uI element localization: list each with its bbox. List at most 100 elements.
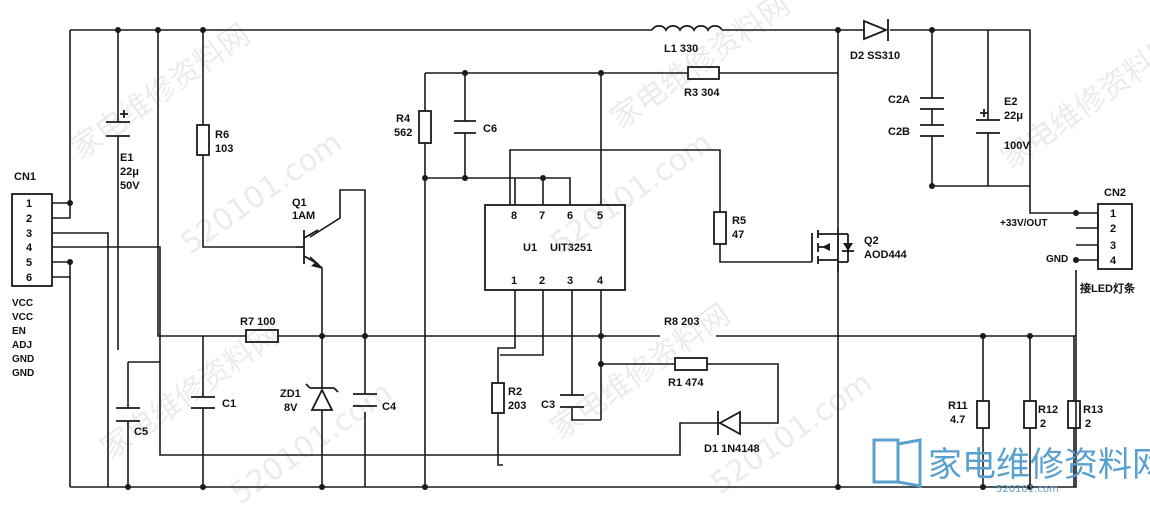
cn2-pin: 3 <box>1110 240 1116 252</box>
u1-part: UIT3251 <box>550 242 592 254</box>
r11-value: 4.7 <box>950 414 965 426</box>
l1-label: L1 330 <box>664 43 698 55</box>
cn2-out-label: +33V/OUT <box>1000 218 1048 229</box>
q2-ref: Q2 <box>864 235 879 247</box>
watermark-site-cn: 家电维修资料网 <box>95 317 287 466</box>
cn1-signal: EN <box>12 326 26 337</box>
mosfet-q2: Q2 AOD444 <box>811 230 908 264</box>
wires <box>52 29 1099 488</box>
ic-u1: 8 7 6 5 1 2 3 4 U1 UIT3251 <box>484 204 626 291</box>
site-logo: 家电维修资料网 520101.com <box>872 438 1150 495</box>
cn1-pin: 6 <box>26 272 32 284</box>
resistor-r3: R3 304 <box>684 66 720 99</box>
c4-label: C4 <box>382 401 397 413</box>
resistor-r7: R7 100 <box>240 316 279 343</box>
r3-label: R3 304 <box>684 87 720 99</box>
logo-url: 520101.com <box>996 484 1059 495</box>
cn1-pin: 4 <box>26 242 33 254</box>
c2b-label: C2B <box>888 126 910 138</box>
e2-rating: 100V <box>1004 140 1030 152</box>
cn2-pin: 4 <box>1110 255 1117 267</box>
u1-pin: 2 <box>539 275 545 287</box>
resistor-r4: R4 562 <box>394 110 432 144</box>
transistor-q1: Q1 1AM <box>292 197 323 269</box>
e1-ref: E1 <box>120 152 133 164</box>
e1-value: 22μ <box>120 166 139 178</box>
capacitor-e2: E2 22μ 100V <box>976 96 1030 152</box>
u1-pin: 3 <box>567 275 573 287</box>
r5-ref: R5 <box>732 215 746 227</box>
watermark-site: 520101.com <box>225 375 399 512</box>
cn2-pin: 2 <box>1110 223 1116 235</box>
resistor-r8: R8 203 <box>664 316 699 328</box>
e2-value: 22μ <box>1004 110 1023 122</box>
u1-pin: 7 <box>539 210 545 222</box>
resistor-r2: R2 203 <box>491 382 526 414</box>
c1-label: C1 <box>222 398 236 410</box>
c3-label: C3 <box>541 399 555 411</box>
u1-pin: 5 <box>597 210 603 222</box>
zd1-ref: ZD1 <box>280 388 301 400</box>
resistor-r13: R13 2 <box>1067 400 1103 430</box>
watermark-site-cn: 家电维修资料网 <box>545 297 737 446</box>
q1-value: 1AM <box>292 210 315 222</box>
r2-ref: R2 <box>508 386 522 398</box>
r13-ref: R13 <box>1083 404 1103 416</box>
r2-value: 203 <box>508 400 526 412</box>
e2-ref: E2 <box>1004 96 1017 108</box>
r4-value: 562 <box>394 127 412 139</box>
logo-text: 家电维修资料网 <box>928 445 1150 485</box>
cn2-pin: 1 <box>1110 208 1116 220</box>
c2a-label: C2A <box>888 94 910 106</box>
capacitor-c5: C5 <box>116 407 148 438</box>
cn1-pin: 1 <box>26 198 32 210</box>
capacitor-c4: C4 <box>353 393 397 413</box>
capacitor-c1: C1 <box>191 396 236 410</box>
resistor-r6: R6 103 <box>196 124 233 156</box>
r4-ref: R4 <box>396 113 411 125</box>
r7-label: R7 100 <box>240 316 275 328</box>
capacitor-c2a: C2A <box>888 94 944 110</box>
capacitor-c3: C3 <box>541 394 584 411</box>
diode-d1: D1 1N4148 <box>704 410 760 455</box>
connector-cn2: CN2 1 2 3 4 +33V/OUT GND 接LED灯条 <box>1000 187 1136 295</box>
resistor-r11: R11 4.7 <box>948 400 990 429</box>
resistor-r5: R5 47 <box>713 211 746 245</box>
cn1-pin: 5 <box>26 257 32 269</box>
u1-pin: 6 <box>567 210 573 222</box>
r12-value: 2 <box>1040 418 1046 430</box>
cn1-signal: GND <box>12 354 34 365</box>
r5-value: 47 <box>732 229 744 241</box>
u1-pin: 4 <box>597 275 604 287</box>
zener-zd1: ZD1 8V <box>280 383 339 414</box>
resistor-r12: R12 2 <box>1023 400 1058 430</box>
r11-ref: R11 <box>948 400 968 412</box>
watermark-layer: 520101.com 520101.com 520101.com 520101.… <box>65 0 1150 512</box>
resistor-r1: R1 474 <box>668 357 708 389</box>
zd1-value: 8V <box>284 402 298 414</box>
u1-pin: 1 <box>511 275 517 287</box>
r1-label: R1 474 <box>668 377 704 389</box>
cn1-pin: 3 <box>26 228 32 240</box>
cn2-ref: CN2 <box>1104 187 1126 199</box>
cn1-signal: GND <box>12 368 34 379</box>
cn1-signal: ADJ <box>12 340 32 351</box>
inductor-l1: L1 330 <box>651 24 723 55</box>
u1-ref: U1 <box>523 242 537 254</box>
watermark-site: 520101.com <box>175 125 349 262</box>
junctions <box>67 27 1079 490</box>
d1-label: D1 1N4148 <box>704 443 760 455</box>
logo-mark-icon <box>872 438 900 484</box>
cn2-caption: 接LED灯条 <box>1080 281 1136 295</box>
r12-ref: R12 <box>1038 404 1058 416</box>
cn1-ref: CN1 <box>14 171 36 183</box>
watermark-site-cn: 家电维修资料网 <box>605 0 797 137</box>
r6-value: 103 <box>215 143 233 155</box>
cn1-signal: VCC <box>12 298 33 309</box>
r13-value: 2 <box>1085 418 1091 430</box>
q2-part: AOD444 <box>864 249 908 261</box>
u1-pin: 8 <box>511 210 517 222</box>
q1-ref: Q1 <box>292 197 307 209</box>
r6-ref: R6 <box>215 129 229 141</box>
